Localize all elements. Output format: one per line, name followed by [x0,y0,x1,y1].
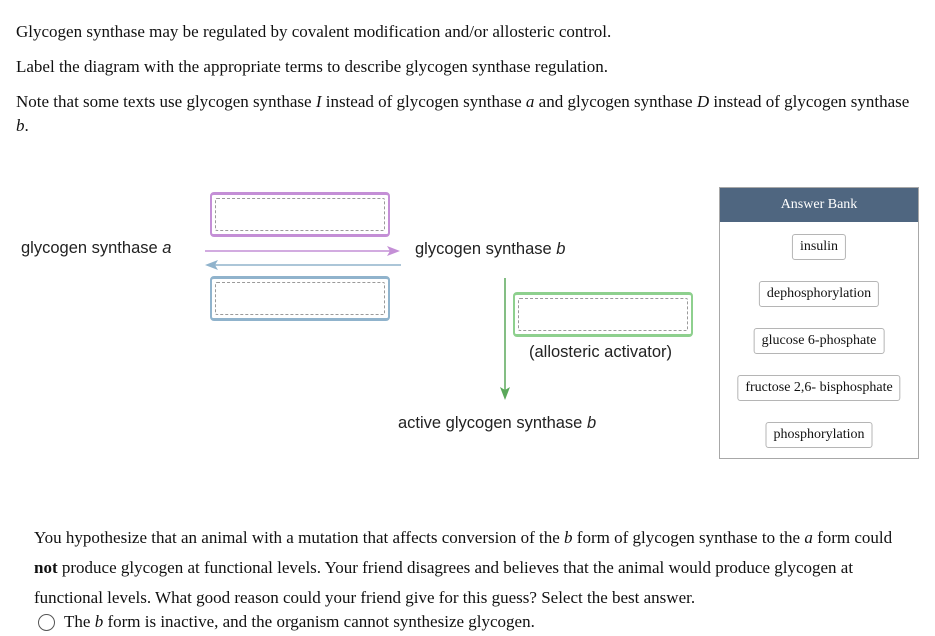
answer-chip-dephosphorylation[interactable]: dephosphorylation [758,281,880,307]
option-italic: b [94,612,104,631]
radio-button[interactable] [38,613,55,631]
drop-target-forward-slot [215,198,385,231]
down-arrow-head [500,387,510,400]
label-a-letter: a [162,239,172,257]
reverse-arrow-head [205,260,218,270]
option-label: The b form is inactive, and the organism… [64,612,535,632]
answer-chip-glucose-6-phosphate[interactable]: glucose 6-phosphate [753,328,885,354]
label-glycogen-synthase-a: glycogen synthase a [21,239,171,258]
note-text-2: instead of glycogen synthase [321,92,526,111]
answer-chip-phosphorylation[interactable]: phosphorylation [765,422,873,448]
instruction-line-1: Glycogen synthase may be regulated by co… [16,22,612,41]
drop-target-allosteric-slot [518,298,688,331]
note-text-1: Note that some texts use glycogen syntha… [16,92,316,111]
label-b-letter: b [556,240,566,258]
note-italic-1: I [315,92,322,111]
note-text-5: . [24,116,29,135]
instruction-line-2: Label the diagram with the appropriate t… [16,57,608,76]
question-text: You hypothesize that an animal with a mu… [34,523,914,613]
question-italic-1: b [564,528,573,547]
question-italic-2: a [804,528,813,547]
drop-target-reverse[interactable] [210,276,390,321]
label-active-glycogen-synthase-b: active glycogen synthase b [398,414,596,433]
label-glycogen-synthase-b: glycogen synthase b [415,240,565,259]
note-italic-4: b [16,116,25,135]
question-part-1: You hypothesize that an animal with a mu… [34,528,565,547]
question-part-4: produce glycogen at functional levels. Y… [34,558,854,607]
note-paragraph: Note that some texts use glycogen syntha… [16,90,911,138]
question-part-2: form of glycogen synthase to the [572,528,805,547]
question-part-3: form could [812,528,893,547]
drop-target-reverse-slot [215,282,385,315]
answer-chip-insulin[interactable]: insulin [791,234,847,260]
note-text-3: and glycogen synthase [534,92,697,111]
label-active-letter: b [586,414,597,432]
forward-arrow-head [387,246,400,256]
label-allosteric-activator: (allosteric activator) [529,343,673,361]
note-italic-3: D [696,92,710,111]
note-italic-2: a [525,92,535,111]
label-b-text: glycogen synthase [415,240,557,258]
answer-chip-fructose-2-6-bisphosphate[interactable]: fructose 2,6- bisphosphate [737,375,901,401]
label-a-text: glycogen synthase [21,239,163,257]
answer-bank-title: Answer Bank [720,188,918,222]
answer-option-1[interactable]: The b form is inactive, and the organism… [38,612,535,632]
answer-bank: Answer Bank insulin dephosphorylation gl… [719,187,919,459]
drop-target-forward[interactable] [210,192,390,237]
option-text-1: The [64,612,95,631]
option-text-2: form is inactive, and the organism canno… [103,612,535,631]
drop-target-allosteric[interactable] [513,292,693,337]
label-active-text: active glycogen synthase [398,414,587,432]
question-bold: not [34,558,58,577]
note-text-4: instead of glycogen synthase [709,92,910,111]
